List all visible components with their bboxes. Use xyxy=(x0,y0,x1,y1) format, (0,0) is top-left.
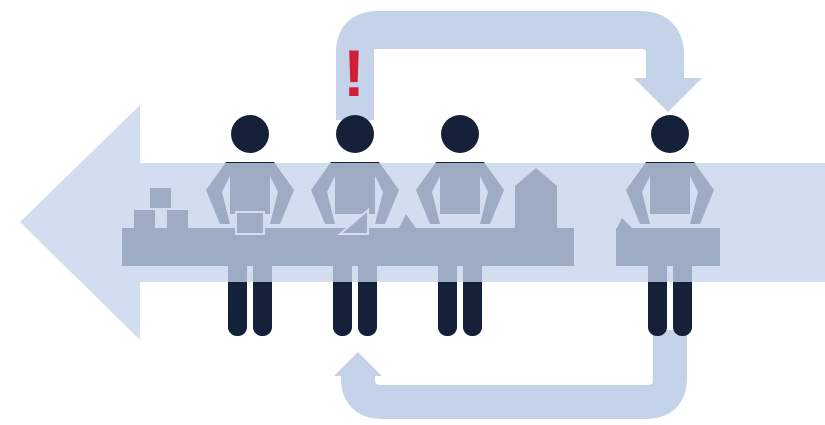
top-loop-arrowhead xyxy=(634,78,702,112)
bottom-loop-path xyxy=(358,330,670,402)
left-arrow-icon xyxy=(20,105,825,340)
top-loop-path xyxy=(355,30,665,120)
exclamation-icon: ! xyxy=(343,36,365,110)
bottom-loop-arrowhead xyxy=(334,352,382,376)
alert-mark: ! xyxy=(343,36,365,110)
